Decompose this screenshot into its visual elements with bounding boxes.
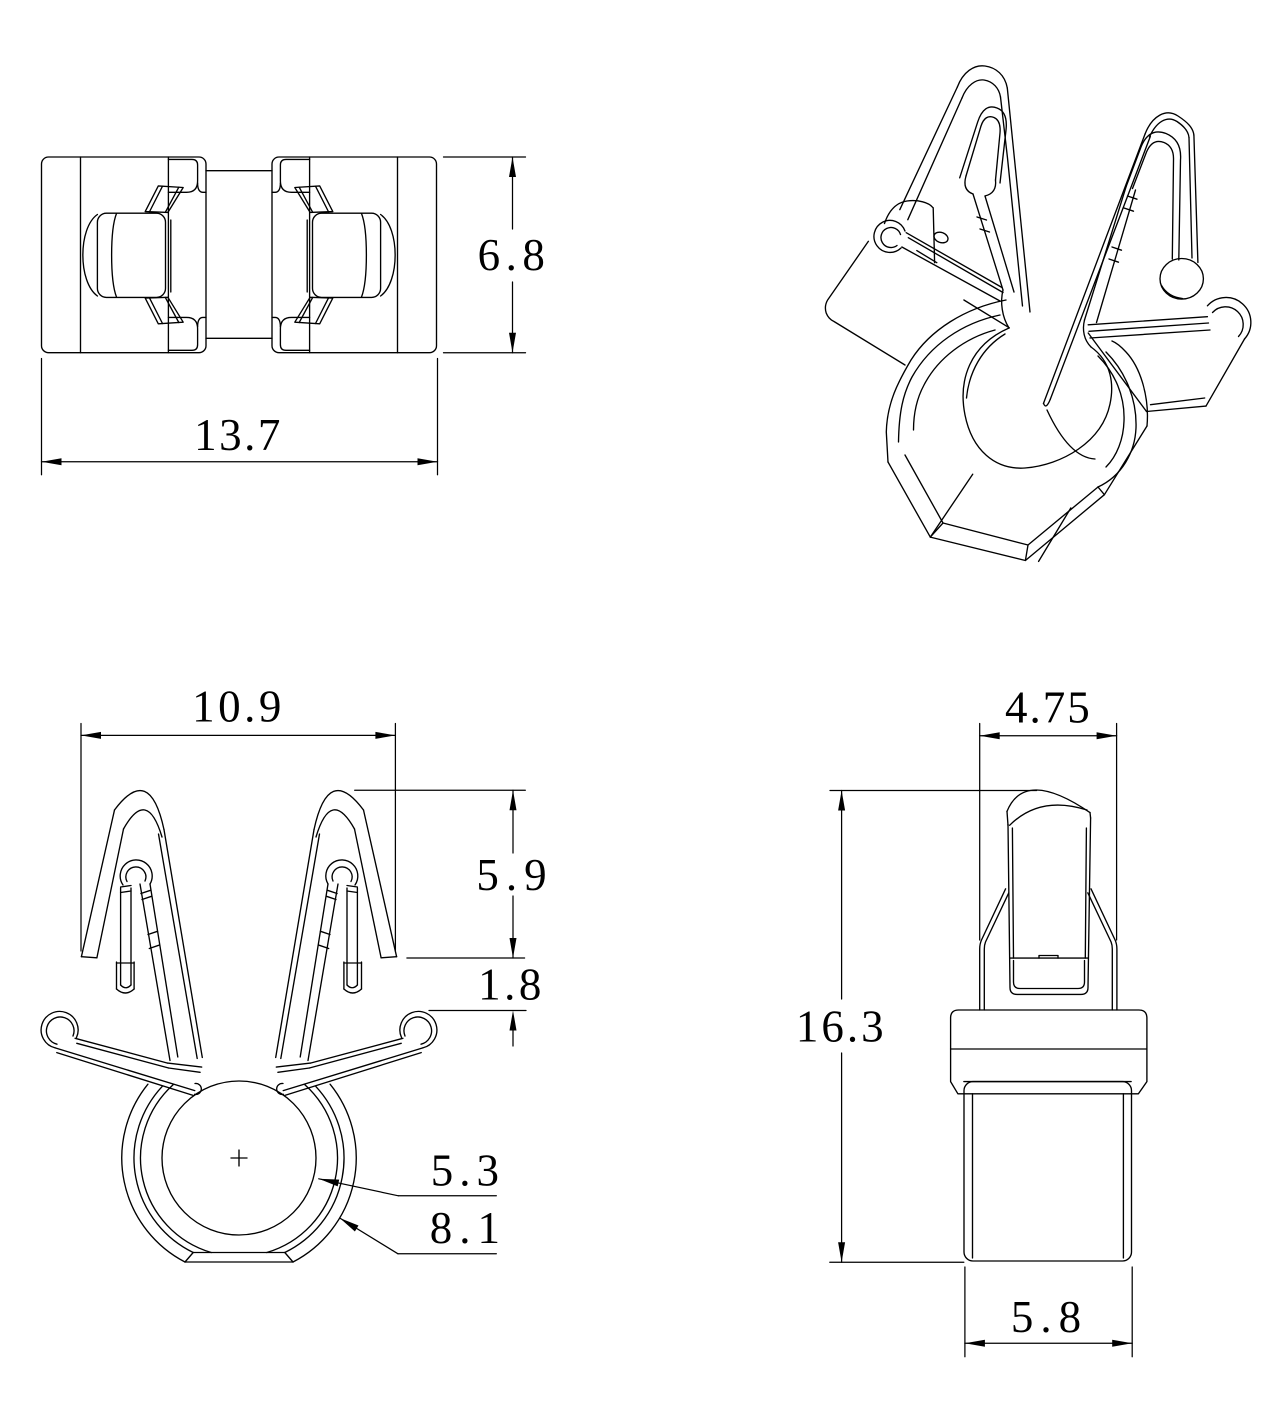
svg-text:10.9: 10.9 xyxy=(192,682,285,732)
svg-text:13.7: 13.7 xyxy=(194,410,283,460)
svg-text:16.3: 16.3 xyxy=(796,1002,887,1052)
svg-text:5.9: 5.9 xyxy=(476,850,553,900)
svg-text:8.1: 8.1 xyxy=(430,1203,507,1253)
svg-text:1.8: 1.8 xyxy=(478,960,545,1010)
svg-text:6.8: 6.8 xyxy=(478,230,551,280)
svg-text:5.8: 5.8 xyxy=(1011,1292,1088,1342)
svg-text:4.75: 4.75 xyxy=(1005,683,1092,733)
svg-text:5.3: 5.3 xyxy=(431,1145,505,1195)
